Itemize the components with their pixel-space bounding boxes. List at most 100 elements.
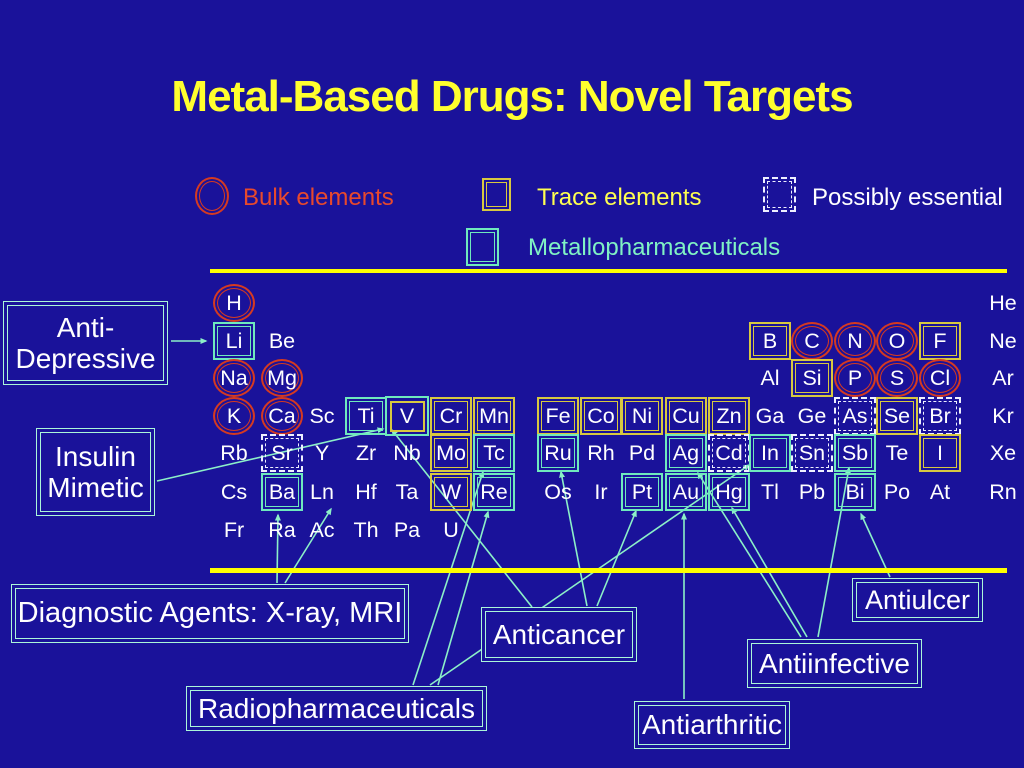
element-Li: Li — [213, 322, 255, 360]
element-Mo: Mo — [430, 434, 472, 472]
element-symbol: Ac — [309, 517, 335, 542]
element-symbol: Rn — [989, 479, 1017, 504]
element-W: W — [430, 473, 472, 511]
element-symbol: Ti — [357, 403, 375, 428]
element-symbol: H — [226, 290, 242, 315]
element-Cu: Cu — [665, 397, 707, 435]
annotation-insulin-mimetic: Insulin Mimetic — [36, 428, 155, 516]
element-symbol: Hf — [355, 479, 377, 504]
element-Tl: Tl — [749, 473, 791, 511]
arrow-antiinfective-to-Sb — [817, 466, 851, 638]
element-symbol: Al — [760, 365, 780, 390]
element-Kr: Kr — [982, 397, 1024, 435]
element-symbol: Ba — [268, 479, 296, 504]
element-Xe: Xe — [982, 434, 1024, 472]
element-symbol: Po — [883, 479, 911, 504]
element-Ne: Ne — [982, 322, 1024, 360]
element-Ra: Ra — [261, 511, 303, 549]
element-Hf: Hf — [345, 473, 387, 511]
element-symbol: Te — [885, 440, 909, 465]
element-symbol: W — [440, 479, 462, 504]
slide-title: Metal-Based Drugs: Novel Targets — [171, 72, 853, 121]
element-Ac: Ac — [301, 511, 343, 549]
element-symbol: Cs — [220, 479, 248, 504]
arrow-anticancer-to-Pt — [596, 509, 637, 607]
element-symbol: Ra — [268, 517, 296, 542]
element-Nb: Nb — [386, 434, 428, 472]
element-symbol: C — [804, 328, 820, 353]
element-As: As — [834, 397, 876, 435]
element-Br: Br — [919, 397, 961, 435]
annotation-antiarthritic: Antiarthritic — [634, 701, 790, 749]
element-Re: Re — [473, 473, 515, 511]
element-symbol: Br — [929, 403, 951, 428]
annotation-antiinfective: Antiinfective — [747, 639, 922, 688]
annotation-text: Antiulcer — [864, 584, 971, 615]
element-symbol: Ca — [268, 403, 296, 428]
element-Bi: Bi — [834, 473, 876, 511]
element-symbol: Re — [480, 479, 508, 504]
element-Ta: Ta — [386, 473, 428, 511]
element-symbol: O — [888, 328, 906, 353]
element-Ga: Ga — [749, 397, 791, 435]
annotation-radiopharmaceuticals: Radiopharmaceuticals — [186, 686, 487, 731]
element-symbol: Zn — [716, 403, 742, 428]
annotation-text: Diagnostic Agents: X-ray, MRI — [17, 597, 403, 630]
element-symbol: Li — [225, 328, 243, 353]
element-symbol: Cu — [672, 403, 700, 428]
element-F: F — [919, 322, 961, 360]
element-H: H — [213, 284, 255, 322]
element-Mg: Mg — [261, 359, 303, 397]
element-symbol: Ne — [989, 328, 1017, 353]
legend-bulk-label: Bulk elements — [243, 184, 394, 211]
element-symbol: Os — [544, 479, 572, 504]
element-Ge: Ge — [791, 397, 833, 435]
element-Ar: Ar — [982, 359, 1024, 397]
element-symbol: Ni — [631, 403, 653, 428]
element-Fe: Fe — [537, 397, 579, 435]
yellow-divider-1 — [210, 269, 1007, 273]
element-Ir: Ir — [580, 473, 622, 511]
annotation-text: Depressive — [15, 343, 156, 374]
element-Mn: Mn — [473, 397, 515, 435]
element-O: O — [876, 322, 918, 360]
element-symbol: Hg — [715, 479, 743, 504]
element-symbol: Si — [802, 365, 822, 390]
element-Be: Be — [261, 322, 303, 360]
element-At: At — [919, 473, 961, 511]
element-Cr: Cr — [430, 397, 472, 435]
element-symbol: Rb — [220, 440, 248, 465]
element-symbol: Rh — [587, 440, 615, 465]
element-Al: Al — [749, 359, 791, 397]
element-symbol: Xe — [989, 440, 1017, 465]
element-symbol: Ln — [310, 479, 334, 504]
annotation-diagnostic-agents: Diagnostic Agents: X-ray, MRI — [11, 584, 409, 643]
element-Sn: Sn — [791, 434, 833, 472]
element-symbol: Sr — [271, 440, 293, 465]
element-Rb: Rb — [213, 434, 255, 472]
element-symbol: U — [443, 517, 459, 542]
element-symbol: Tc — [483, 440, 505, 465]
element-Po: Po — [876, 473, 918, 511]
element-Hg: Hg — [708, 473, 750, 511]
annotation-text: Antiarthritic — [641, 709, 783, 741]
element-U: U — [430, 511, 472, 549]
element-symbol: Tl — [761, 479, 779, 504]
element-symbol: He — [989, 290, 1017, 315]
element-Na: Na — [213, 359, 255, 397]
element-Cd: Cd — [708, 434, 750, 472]
element-symbol: Zr — [355, 440, 377, 465]
element-N: N — [834, 322, 876, 360]
arrow-antiinfective-to-Ag — [697, 471, 802, 638]
element-Au: Au — [665, 473, 707, 511]
element-He: He — [982, 284, 1024, 322]
element-Ru: Ru — [537, 434, 579, 472]
element-symbol: At — [929, 479, 951, 504]
element-Ag: Ag — [665, 434, 707, 472]
element-symbol: Pb — [798, 479, 826, 504]
element-symbol: As — [842, 403, 868, 428]
annotation-anti-depressive: Anti- Depressive — [3, 301, 168, 385]
element-Ti: Ti — [345, 397, 387, 435]
element-symbol: Pa — [393, 517, 421, 542]
annotation-anticancer: Anticancer — [481, 607, 637, 662]
